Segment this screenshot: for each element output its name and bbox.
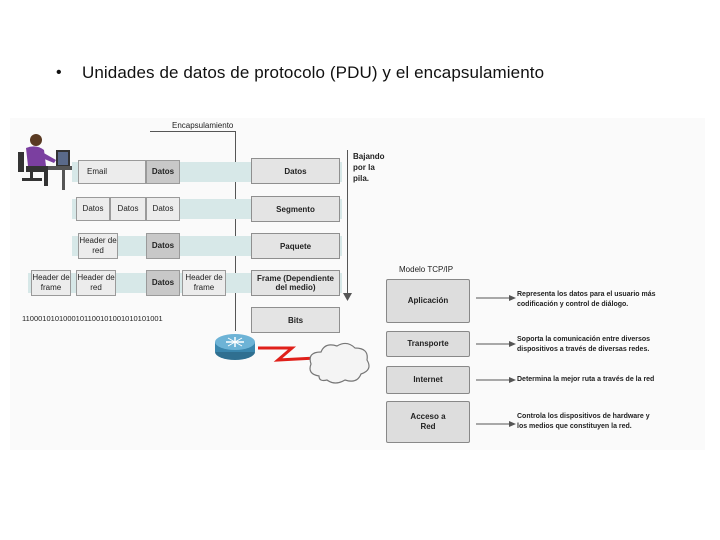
data-cell: Datos: [110, 197, 146, 221]
layer-network-access: Acceso a Red: [386, 401, 470, 443]
network-header-cell: Header de red: [76, 270, 116, 296]
desc-line: los medios que constituyen la red.: [517, 423, 632, 431]
desc-line: dispositivos a través de diversas redes.: [517, 346, 650, 354]
encapsulation-title: Encapsulamiento: [172, 121, 234, 130]
encapsulation-title-line: [150, 131, 235, 132]
user-computer-icon: [18, 134, 72, 190]
down-stack-label: Bajando por la pila.: [353, 152, 385, 184]
layer-application-desc: Representa los datos para el usuario más…: [517, 290, 656, 310]
pdu-frame: Frame (Dependiente del medio): [251, 270, 340, 296]
email-cell: Email: [78, 160, 146, 184]
frame-header-cell: Header de frame: [31, 270, 71, 296]
down-arrow-head-icon: [343, 293, 352, 301]
layer-network-access-desc: Controla los dispositivos de hardware y …: [517, 412, 650, 432]
down-arrow-line: [347, 150, 348, 295]
desc-line: Determina la mejor ruta a través de la r…: [517, 376, 655, 383]
tcpip-title: Modelo TCP/IP: [399, 265, 454, 274]
layer-internet-desc: Determina la mejor ruta a través de la r…: [517, 375, 654, 385]
layer-application: Aplicación: [386, 279, 470, 323]
data-cell: Datos: [146, 233, 180, 259]
frame-trailer-cell: Header de frame: [182, 270, 226, 296]
cloud-network-icon: [309, 342, 370, 384]
bitstream: 1100010101000101100101001010101001: [22, 314, 163, 323]
arrow-right-icon: [476, 421, 516, 427]
data-cell: Datos: [146, 270, 180, 296]
down-label-line: pila.: [353, 173, 370, 183]
network-header-cell: Header de red: [78, 233, 118, 259]
pdu-packet: Paquete: [251, 233, 340, 259]
layer-transport: Transporte: [386, 331, 470, 357]
desc-line: Soporta la comunicación entre diversos: [517, 336, 651, 343]
router-icon: [215, 334, 255, 360]
data-cell: Datos: [146, 197, 180, 221]
layer-network-access-label: Acceso a Red: [410, 412, 446, 431]
encapsulation-center-line: [235, 131, 236, 331]
down-label-line: Bajando: [353, 152, 385, 161]
desc-line: Controla los dispositivos de hardware y: [517, 413, 650, 420]
lightning-link-icon: [258, 346, 317, 362]
arrow-right-icon: [476, 377, 516, 383]
slide-title: Unidades de datos de protocolo (PDU) y e…: [82, 63, 545, 82]
arrow-right-icon: [476, 341, 516, 347]
pdu-bits: Bits: [251, 307, 340, 333]
slide-bullet: •: [56, 64, 62, 81]
pdu-segment: Segmento: [251, 196, 340, 222]
desc-line: Representa los datos para el usuario más: [517, 291, 656, 298]
data-cell: Datos: [76, 197, 110, 221]
arrow-right-icon: [476, 295, 516, 301]
data-cell: Datos: [146, 160, 180, 184]
layer-transport-desc: Soporta la comunicación entre diversos d…: [517, 335, 650, 355]
pdu-data: Datos: [251, 158, 340, 184]
down-label-line: por la: [353, 162, 375, 172]
layer-internet: Internet: [386, 366, 470, 394]
desc-line: codificación y control de diálogo.: [517, 301, 629, 309]
